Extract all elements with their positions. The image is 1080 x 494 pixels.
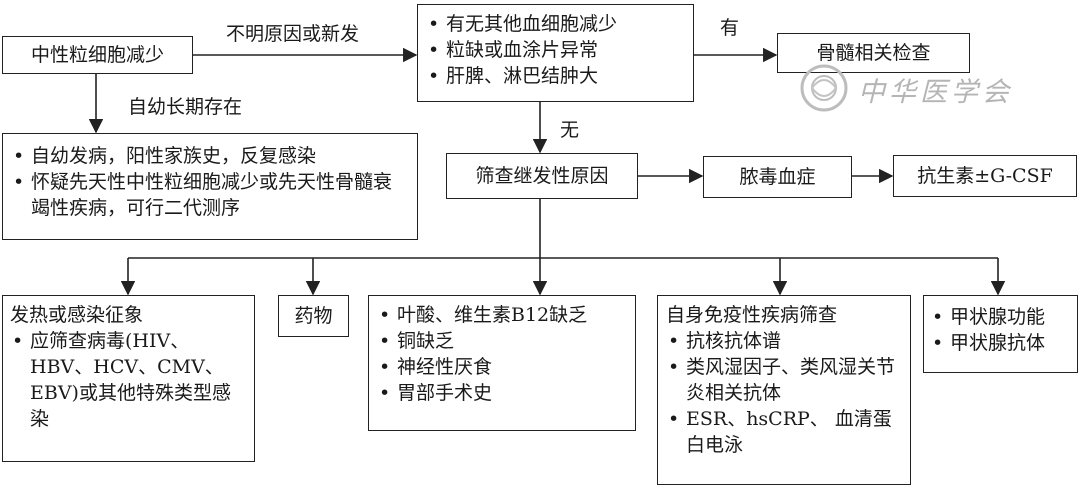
node-secondary: 筛查继发性原因 xyxy=(446,153,638,199)
watermark: 中华医学会 xyxy=(796,62,1036,114)
node-sepsis: 脓毒血症 xyxy=(703,156,852,198)
autoimmune-item: ESR、hsCRP、 血清蛋白电泳 xyxy=(666,406,902,458)
node-antibiotics-text: 抗生素±G-CSF xyxy=(917,165,1053,187)
node-antibiotics: 抗生素±G-CSF xyxy=(893,155,1077,197)
infection-title: 发热或感染征象 xyxy=(10,304,144,326)
node-marrow: 骨髓相关检查 xyxy=(777,33,970,73)
node-marrow-text: 骨髓相关检查 xyxy=(816,42,931,64)
node-congenital: 自幼发病，阳性家族史，反复感染 怀疑先天性中性粒细胞减少或先天性骨髓衰竭性疾病，… xyxy=(2,133,418,240)
node-thyroid: 甲状腺功能 甲状腺抗体 xyxy=(923,295,1078,373)
node-drug-text: 药物 xyxy=(294,305,333,327)
congenital-item: 怀疑先天性中性粒细胞减少或先天性骨髓衰竭性疾病，可行二代测序 xyxy=(11,169,409,221)
check-item: 有无其他血细胞减少 xyxy=(426,11,685,37)
label-yes: 有 xyxy=(720,17,740,39)
autoimmune-title: 自身免疫性疾病筛查 xyxy=(666,304,838,326)
thyroid-item: 甲状腺抗体 xyxy=(930,330,1071,356)
check-item: 粒缺或血涂片异常 xyxy=(426,37,685,63)
node-sepsis-text: 脓毒血症 xyxy=(739,166,816,188)
node-secondary-text: 筛查继发性原因 xyxy=(475,165,609,187)
congenital-item: 自幼发病，阳性家族史，反复感染 xyxy=(11,143,409,169)
nutrition-item: 神经性厌食 xyxy=(377,354,627,380)
nutrition-item: 胃部手术史 xyxy=(377,380,627,406)
node-check: 有无其他血细胞减少 粒缺或血涂片异常 肝脾、淋巴结肿大 xyxy=(417,4,694,102)
label-no: 无 xyxy=(560,119,580,141)
nutrition-item: 铜缺乏 xyxy=(377,328,627,354)
autoimmune-item: 类风湿因子、类风湿关节炎相关抗体 xyxy=(666,354,902,406)
thyroid-item: 甲状腺功能 xyxy=(930,304,1071,330)
watermark-seal-icon xyxy=(800,64,848,112)
node-neutropenia: 中性粒细胞减少 xyxy=(2,36,193,74)
node-neutropenia-text: 中性粒细胞减少 xyxy=(30,44,164,66)
node-autoimmune: 自身免疫性疾病筛查 抗核抗体谱 类风湿因子、类风湿关节炎相关抗体 ESR、hsC… xyxy=(657,295,911,485)
node-drug: 药物 xyxy=(278,295,349,337)
label-since-childhood: 自幼长期存在 xyxy=(128,96,243,118)
check-item: 肝脾、淋巴结肿大 xyxy=(426,63,685,89)
nutrition-item: 叶酸、维生素B12缺乏 xyxy=(377,302,627,328)
node-nutrition: 叶酸、维生素B12缺乏 铜缺乏 神经性厌食 胃部手术史 xyxy=(368,295,636,431)
infection-item: 应筛查病毒(HIV、HBV、HCV、CMV、EBV)或其他特殊类型感染 xyxy=(10,328,247,432)
node-infection: 发热或感染征象 应筛查病毒(HIV、HBV、HCV、CMV、EBV)或其他特殊类… xyxy=(2,295,255,462)
watermark-text: 中华医学会 xyxy=(858,77,1013,108)
autoimmune-item: 抗核抗体谱 xyxy=(666,328,902,354)
label-unknown-or-new: 不明原因或新发 xyxy=(226,23,360,45)
